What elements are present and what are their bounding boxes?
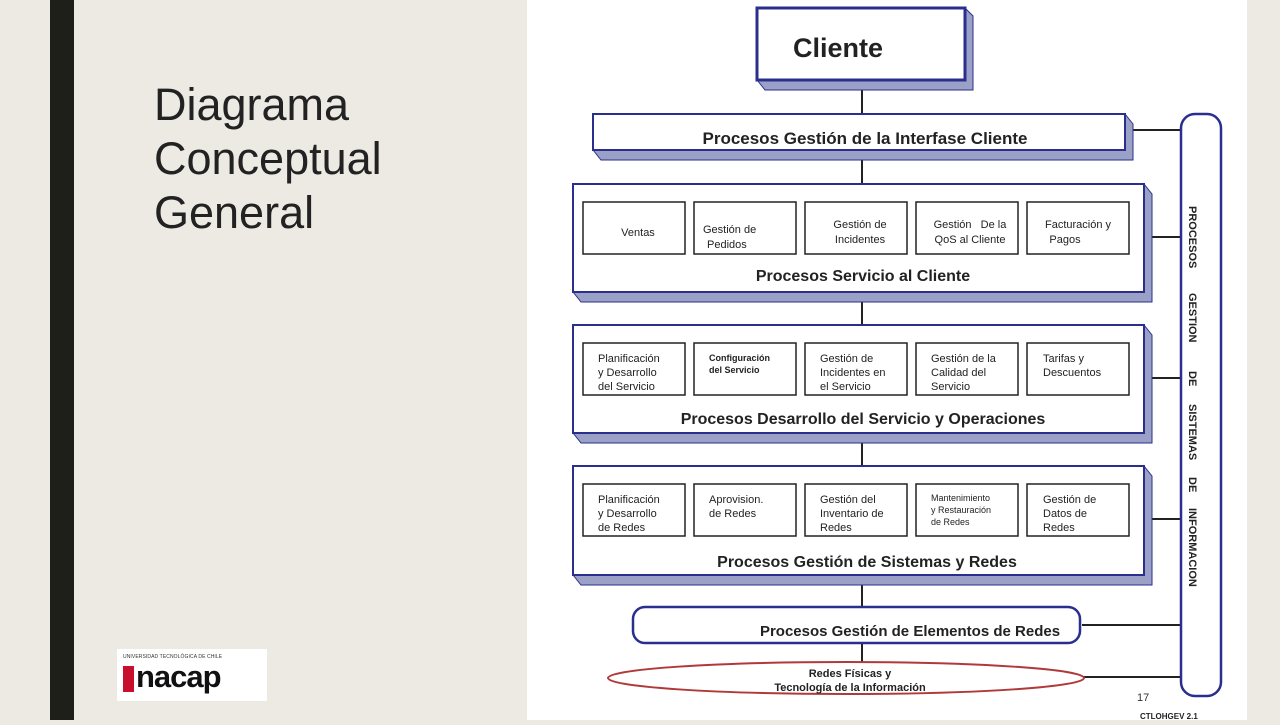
group-title-desarrollo: Procesos Desarrollo del Servicio y Opera… [681,411,1046,428]
side-word-6: INFORMACION [1186,508,1198,587]
box-calidad-1: Gestión de la [931,353,997,365]
box-configuracion-1: Configuración [709,353,770,363]
box-planificacion-servicio-3: del Servicio [598,381,655,393]
side-word-4: SISTEMAS [1186,404,1198,460]
title-line-1: Diagrama [154,79,350,130]
box-calidad-2: Calidad del [931,367,986,379]
box-inventario-3: Redes [820,522,852,534]
group-title-servicio: Procesos Servicio al Cliente [756,268,970,285]
elements-label: Procesos Gestión de Elementos de Redes [760,623,1060,640]
network-ellipse: Redes Físicas y Tecnología de la Informa… [607,661,1085,695]
interface-box: Procesos Gestión de la Interfase Cliente [591,112,1134,161]
box-gestion-pedidos-2: Pedidos [707,239,747,251]
process-diagram: Cliente Procesos Gestión de la Interfase… [571,6,1223,698]
box-datos-redes-2: Datos de [1043,508,1087,520]
box-aprovision-2: de Redes [709,508,757,520]
logo-red-bar [123,666,134,692]
network-line-2: Tecnología de la Información [774,682,926,694]
client-box: Cliente [755,6,974,91]
box-facturacion-1: Facturación y [1045,219,1112,231]
box-gestion-incidentes-1: Gestión de [833,219,886,231]
box-calidad-3: Servicio [931,381,970,393]
logo-tagline: UNIVERSIDAD TECNOLÓGICA DE CHILE [123,654,223,660]
page-number: 17 [1137,692,1150,704]
box-datos-redes-1: Gestión de [1043,494,1096,506]
box-configuracion-2: del Servicio [709,365,760,375]
connector-lines [861,80,1181,678]
box-inventario-2: Inventario de [820,508,884,520]
side-word-1: PROCESOS [1186,206,1198,268]
box-gestion-incidentes-2: Incidentes [835,234,886,246]
box-tarifas-1: Tarifas y [1043,353,1084,365]
logo-wordmark: nacap [136,659,222,694]
inacap-logo: UNIVERSIDAD TECNOLÓGICA DE CHILE nacap [117,649,267,701]
slide-title: Diagrama Conceptual General [154,78,494,240]
group-servicio-cliente: Ventas Gestión de Pedidos Gestión de Inc… [571,182,1153,303]
box-planificacion-servicio-2: y Desarrollo [598,367,657,379]
group-sistemas-redes: Planificación y Desarrollo de Redes Apro… [571,464,1153,586]
client-label: Cliente [793,33,883,63]
network-line-1: Redes Físicas y [809,668,892,680]
left-accent-bar [50,0,74,720]
box-incidentes-servicio-3: el Servicio [820,381,871,393]
box-datos-redes-3: Redes [1043,522,1075,534]
diagram-panel: Cliente Procesos Gestión de la Interfase… [527,0,1247,720]
title-line-2: Conceptual [154,133,382,184]
box-planificacion-redes-1: Planificación [598,494,660,506]
box-gestion-pedidos-1: Gestión de [703,224,756,236]
box-ventas: Ventas [621,227,655,239]
side-word-3: DE [1186,371,1198,386]
side-word-5: DE [1186,477,1198,492]
group-desarrollo-servicio: Planificación y Desarrollo del Servicio … [571,323,1153,444]
box-aprovision-1: Aprovision. [709,494,763,506]
box-tarifas-2: Descuentos [1043,367,1102,379]
box-mantenimiento-3: de Redes [931,517,970,527]
box-facturacion-2: Pagos [1049,234,1081,246]
box-qos-2: QoS al Cliente [935,234,1006,246]
box-planificacion-servicio-1: Planificación [598,353,660,365]
box-planificacion-redes-3: de Redes [598,522,646,534]
group-title-sistemas: Procesos Gestión de Sistemas y Redes [717,554,1017,571]
box-mantenimiento-2: y Restauración [931,505,991,515]
box-mantenimiento-1: Mantenimiento [931,493,990,503]
box-inventario-1: Gestión del [820,494,876,506]
box-qos-1: Gestión De la [934,219,1008,231]
box-incidentes-servicio-1: Gestión de [820,353,873,365]
side-word-2: GESTION [1186,293,1198,343]
diagram-source-note: CTLOHGEV 2.1 [1140,712,1198,721]
box-incidentes-servicio-2: Incidentes en [820,367,885,379]
box-planificacion-redes-2: y Desarrollo [598,508,657,520]
interface-label: Procesos Gestión de la Interfase Cliente [702,129,1027,148]
title-line-3: General [154,187,315,238]
elements-box: Procesos Gestión de Elementos de Redes [631,605,1082,645]
side-info-systems-bar: PROCESOS GESTION DE SISTEMAS DE INFORMAC… [1179,112,1223,698]
